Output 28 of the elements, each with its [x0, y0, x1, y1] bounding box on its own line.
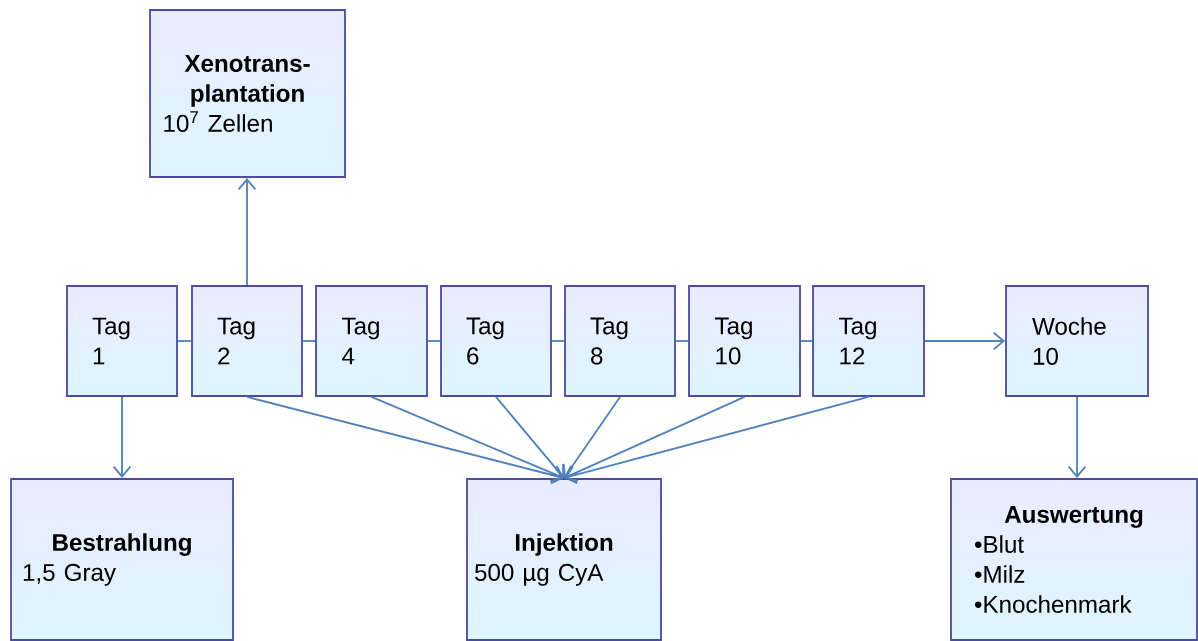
arrow [564, 396, 870, 485]
connector-line [427, 340, 441, 342]
process-box: Tag 8 [564, 285, 676, 397]
arrow [112, 396, 132, 479]
arrow [495, 396, 564, 479]
process-box: Xenotrans- plantation 10$^{7}$ Zellen [149, 9, 346, 178]
process-box: Tag 1 [66, 285, 178, 397]
process-box: Tag 6 [440, 285, 552, 397]
process-box: Injektion 500 µg CyA [466, 478, 662, 641]
process-box: Tag 12 [812, 285, 925, 397]
process-box: Woche 10 [1005, 285, 1149, 397]
arrow [246, 396, 564, 485]
connector-line [800, 340, 813, 342]
connector-line [551, 340, 565, 342]
process-box: Tag 10 [688, 285, 801, 397]
process-box: Tag 4 [315, 285, 428, 397]
arrow [370, 396, 564, 483]
process-box: Auswertung •Blut •Milz •Knochenmark [950, 478, 1198, 641]
arrow [562, 396, 621, 479]
arrow [1067, 396, 1087, 479]
connector-line [675, 340, 689, 342]
connector-line [302, 340, 316, 342]
arrow [924, 331, 1006, 351]
process-box: Bestrahlung 1,5 Gray [10, 478, 234, 641]
arrow [237, 177, 257, 286]
arrow [564, 396, 746, 482]
connector-line [177, 340, 192, 342]
process-box: Tag 2 [191, 285, 303, 397]
